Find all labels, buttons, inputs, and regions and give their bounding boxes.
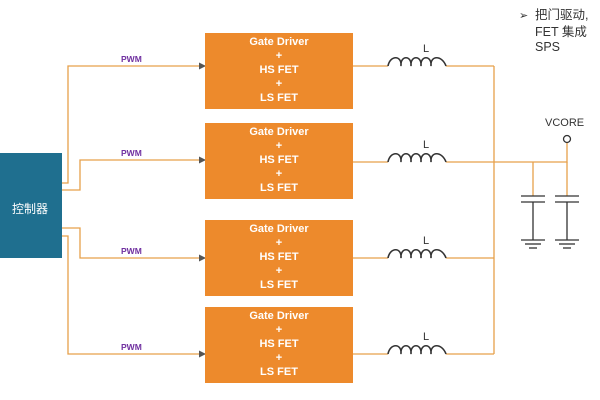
ground-1-icon [521, 239, 545, 249]
power-stages: Gate Driver + HS FET + LS FET Gate Drive… [205, 33, 353, 383]
stage-2-line-4: + [276, 168, 282, 180]
inductor-4-icon [387, 344, 447, 355]
inductor-labels: L L L L [423, 43, 429, 343]
vcore-rail [446, 142, 568, 163]
vcore-terminal-icon [562, 134, 572, 144]
inductor-2-icon [387, 152, 447, 163]
side-note: ➢ 把门驱动, FET 集成 SPS [519, 8, 588, 56]
stage-4-line-1: Gate Driver [249, 310, 309, 322]
ground-2-icon [555, 239, 579, 249]
stage-2-line-1: Gate Driver [249, 126, 309, 138]
stage-4-line-3: HS FET [259, 338, 298, 350]
stage-3-line-4: + [276, 265, 282, 277]
pwm-wire-1 [62, 62, 206, 184]
vcore-label: VCORE [545, 117, 584, 129]
pwm-labels: PWM PWM PWM PWM [121, 54, 142, 352]
stage-1-line-5: LS FET [260, 92, 298, 104]
inductor-3-icon [387, 248, 447, 259]
pwm-wires [62, 62, 206, 358]
stage-3-line-2: + [276, 237, 282, 249]
output-wires [353, 65, 568, 355]
stage-1-line-3: HS FET [259, 64, 298, 76]
side-note-text-2: FET 集成 [535, 24, 587, 39]
stage-2-line-3: HS FET [259, 154, 298, 166]
inductor-4-label: L [423, 331, 429, 343]
pwm-label-4: PWM [121, 342, 142, 352]
power-stage-3: Gate Driver + HS FET + LS FET [205, 220, 353, 296]
inductor-3-label: L [423, 235, 429, 247]
side-note-text-1: 把门驱动, [535, 8, 589, 22]
inductors [387, 56, 447, 355]
stage-1-line-1: Gate Driver [249, 36, 309, 48]
side-note-line-1: ➢ 把门驱动, [519, 8, 588, 25]
output-capacitors [521, 195, 579, 249]
stage-1-line-2: + [276, 50, 282, 62]
power-stage-1: Gate Driver + HS FET + LS FET [205, 33, 353, 109]
side-note-text-3: SPS [535, 40, 561, 54]
stage-1-line-4: + [276, 78, 282, 90]
stage-2-line-5: LS FET [260, 182, 298, 194]
stage-4-line-5: LS FET [260, 366, 298, 378]
stage-3-line-5: LS FET [260, 279, 298, 291]
pwm-label-3: PWM [121, 246, 142, 256]
pwm-wire-2 [62, 156, 206, 191]
stage-3-line-3: HS FET [259, 251, 298, 263]
inductor-1-label: L [423, 43, 429, 55]
pwm-label-2: PWM [121, 148, 142, 158]
power-stage-4: Gate Driver + HS FET + LS FET [205, 307, 353, 383]
controller-label: 控制器 [12, 202, 48, 216]
pwm-wire-4 [62, 235, 206, 358]
stage-4-line-4: + [276, 352, 282, 364]
inductor-2-label: L [423, 139, 429, 151]
stage-3-line-1: Gate Driver [249, 223, 309, 235]
pwm-label-1: PWM [121, 54, 142, 64]
power-stage-2: Gate Driver + HS FET + LS FET [205, 123, 353, 199]
stage-4-line-2: + [276, 324, 282, 336]
capacitor-1-icon [521, 195, 545, 240]
pwm-wire-3 [62, 227, 206, 262]
stage-2-line-2: + [276, 140, 282, 152]
capacitor-2-icon [555, 195, 579, 240]
inductor-1-icon [387, 56, 447, 67]
controller-block: 控制器 [0, 153, 62, 258]
bullet-arrow-icon: ➢ [519, 10, 529, 22]
